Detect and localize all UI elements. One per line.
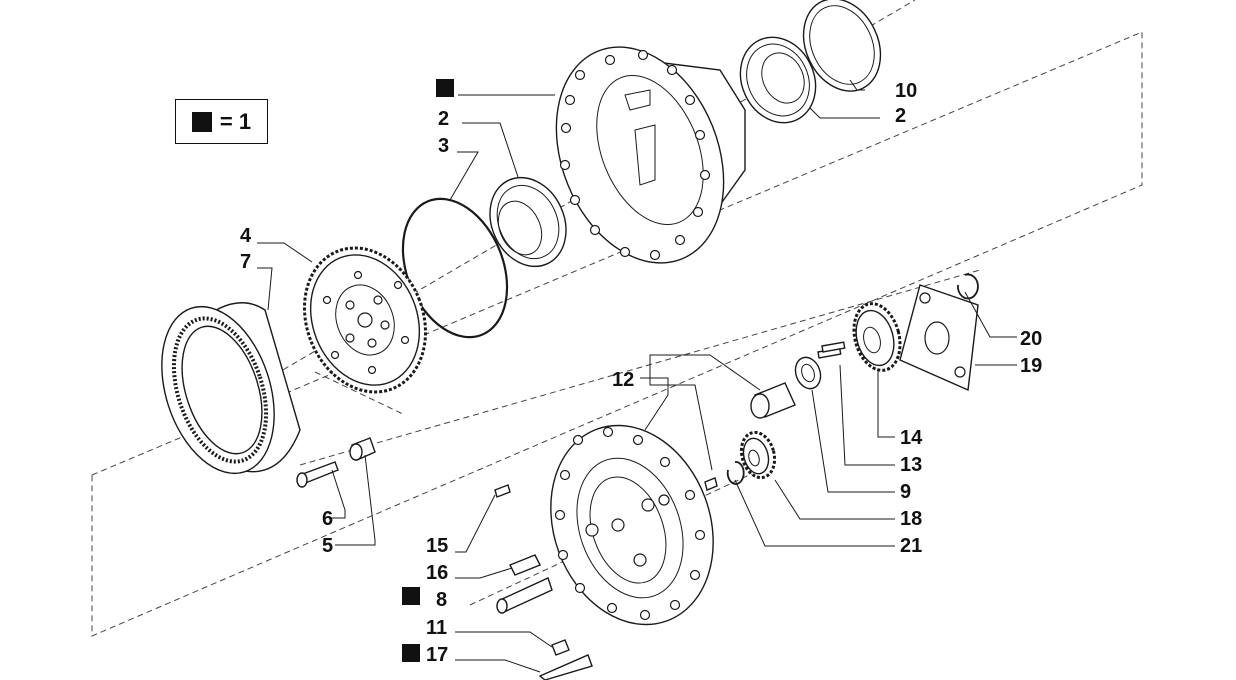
label-3: 3 <box>438 135 449 157</box>
part-21-circlip <box>726 461 745 485</box>
label-11: 11 <box>426 617 447 639</box>
part-6-bolt <box>296 461 339 488</box>
part-17-stud <box>538 654 593 680</box>
label-17: 17 <box>426 644 448 666</box>
label-5: 5 <box>322 535 333 557</box>
black-square-icon <box>436 79 454 97</box>
part-16-dowel <box>509 554 541 576</box>
part-19-plate <box>899 284 979 392</box>
part-18-small-gear <box>739 430 777 480</box>
black-square-icon <box>402 644 420 662</box>
label-7: 7 <box>240 251 251 273</box>
label-2-right: 2 <box>895 105 906 127</box>
legend-box: = 1 <box>175 99 268 144</box>
label-2-top: 2 <box>438 108 449 130</box>
label-20: 20 <box>1020 328 1042 350</box>
part-5-sleeve <box>349 437 376 461</box>
label-6: 6 <box>322 508 333 530</box>
black-square-icon <box>191 111 212 132</box>
label-12: 12 <box>612 369 634 391</box>
label-18: 18 <box>900 508 922 530</box>
leader-lines <box>257 79 1017 673</box>
part-15-screw <box>494 484 511 498</box>
part-hub-flange <box>550 424 714 626</box>
label-10: 10 <box>895 80 917 102</box>
label-15: 15 <box>426 535 448 557</box>
label-4: 4 <box>240 225 252 247</box>
part-11-plug <box>551 639 570 656</box>
label-13: 13 <box>900 454 922 476</box>
part-14-planet-gear <box>852 302 902 372</box>
part-8-stud <box>496 577 553 614</box>
part-2-bearing-center <box>489 176 567 268</box>
label-14: 14 <box>900 427 923 449</box>
legend-text: = 1 <box>219 108 252 134</box>
label-19: 19 <box>1020 355 1042 377</box>
black-square-icon <box>402 587 420 605</box>
label-8: 8 <box>436 589 447 611</box>
part-13-needle-rollers <box>817 341 846 359</box>
part-2-bearing-right <box>739 36 817 124</box>
part-valve-small <box>704 477 718 491</box>
label-16: 16 <box>426 562 448 584</box>
label-9: 9 <box>900 481 911 503</box>
part-9-washer <box>794 356 822 390</box>
part-12-pin <box>750 382 796 419</box>
part-7-ring-gear <box>161 302 301 475</box>
part-housing <box>555 46 746 264</box>
part-4-gear-disc <box>302 246 428 394</box>
part-20-circlip <box>957 273 979 300</box>
label-21: 21 <box>900 535 922 557</box>
part-10-seal-ring <box>802 0 882 92</box>
